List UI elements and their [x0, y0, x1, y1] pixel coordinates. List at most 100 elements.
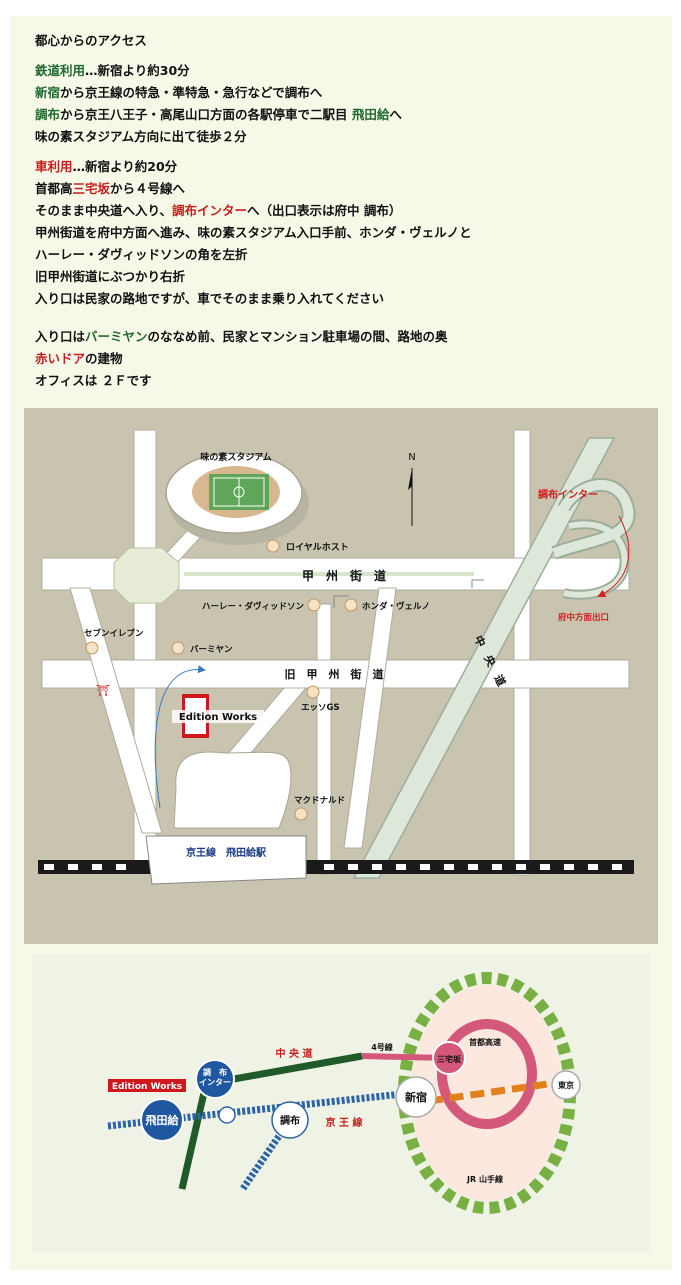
honda-marker-icon	[344, 598, 358, 612]
rail-line-2-end: へ	[389, 107, 402, 122]
roundabout	[113, 547, 180, 604]
tokyo-node	[551, 1070, 581, 1100]
chofu-highlight: 調布	[35, 107, 61, 122]
bamiyan-highlight: バーミヤン	[85, 329, 148, 344]
bamiyan-label: バーミヤン	[190, 644, 233, 655]
car-line-2: そのまま中央道へ入り、調布インターへ（出口表示は府中 調布）	[35, 200, 655, 222]
traffic-arrows	[333, 579, 484, 608]
car-summary: …新宿より約20分	[72, 159, 178, 174]
keio-railway	[38, 860, 634, 874]
fuchu-exit-arrow	[597, 515, 630, 597]
car-line-5: 旧甲州街道にぶつかり右折	[35, 269, 186, 284]
rail-label: 鉄道利用	[35, 63, 86, 78]
entrance-line-1: 入り口はバーミヤンのななめ前、民家とマンション駐車場の間、路地の奥	[35, 326, 655, 348]
stations: 調 布インター 飛田給 調布 新宿 三宅坂 東京	[140, 1041, 581, 1142]
car-line-2-end: へ（出口表示は府中 調布）	[247, 203, 402, 218]
rail-line-2-text: から京王八王子・高尾山口方面の各駅停車で二駅目	[60, 107, 352, 122]
car-heading: 車利用…新宿より約20分	[35, 156, 655, 178]
miyakezaka-node	[432, 1041, 466, 1075]
car-line-1-end: から４号線へ	[110, 181, 186, 196]
edition-works-badge	[108, 1079, 186, 1092]
kyu-koshu-kaido-label: 旧 甲 州 街 道	[285, 667, 384, 681]
car-line-1: 首都高三宅坂から４号線へ	[35, 178, 655, 200]
tokyo-node-label: 東京	[558, 1080, 574, 1090]
road-vertical-center	[316, 603, 332, 875]
shinjuku-node-label: 新宿	[405, 1090, 427, 1104]
entrance-line-1-end: のななめ前、民家とマンション駐車場の間、路地の奥	[147, 329, 448, 344]
shuto-kousoku-label: 首都高速	[469, 1037, 501, 1047]
road-vertical-east	[513, 429, 531, 876]
car-line-1-text: 首都高	[35, 181, 73, 196]
chofu-ic-highlight: 調布インター	[172, 203, 248, 218]
car-line-6: 入り口は民家の路地ですが、車でそのまま乗り入れてください	[35, 291, 385, 306]
rail-line-1: 新宿から京王線の特急・準特急・急行などで調布へ	[35, 82, 655, 104]
rail-heading: 鉄道利用…新宿より約30分	[35, 60, 655, 82]
mcdonalds-label: マクドナルド	[294, 795, 345, 806]
miyakezaka-highlight: 三宅坂	[72, 181, 111, 196]
shrine-icon: ⛩	[96, 684, 110, 697]
honda-label: ホンダ・ヴェルノ	[362, 601, 430, 612]
harley-label: ハーレー・ダヴィッドソン	[202, 601, 305, 612]
road-diagonal-center	[343, 587, 397, 849]
car-line-2-text: そのまま中央道へ入り、	[35, 203, 173, 218]
red-door-highlight: 赤いドア	[35, 351, 86, 366]
edition-works-label: Edition Works	[179, 712, 257, 723]
intermediate-station	[218, 1106, 236, 1124]
tobitakyu-node-label: 飛田給	[145, 1113, 180, 1127]
bamiyan-marker-icon	[171, 641, 185, 655]
mcdonalds-marker-icon	[294, 807, 308, 821]
entrance-line-3: オフィスは ２Ｆです	[35, 373, 152, 388]
chofu-node	[271, 1101, 309, 1139]
car-line-4: ハーレー・ダヴィッドソンの角を左折	[35, 247, 248, 262]
station-plaza	[173, 751, 292, 829]
edition-works-building: Edition Works	[172, 694, 264, 738]
entrance-line-1-text: 入り口は	[35, 329, 86, 344]
tobitakyu-highlight: 飛田給	[351, 107, 390, 122]
rail-line-2: 調布から京王八王子・高尾山口方面の各駅停車で二駅目 飛田給へ	[35, 104, 655, 126]
stadium: 味の素スタジアム	[165, 451, 309, 545]
yamanote-label: JR 山手線	[466, 1174, 503, 1184]
kyu-koshu-kaido-road	[41, 659, 630, 689]
royal-host-label: ロイヤルホスト	[286, 542, 349, 553]
rail-line-3: 味の素スタジアム方向に出て徒歩２分	[35, 129, 247, 144]
landmarks: ロイヤルホスト ハーレー・ダヴィッドソン ホンダ・ヴェルノ セブンイレブン バー…	[84, 539, 430, 821]
esso-marker-icon	[306, 685, 320, 699]
seven-eleven-marker-icon	[85, 641, 99, 655]
entrance-line-2-end: の建物	[85, 351, 123, 366]
entrance-line-2: 赤いドアの建物	[35, 348, 655, 370]
edition-works-badge-label: Edition Works	[112, 1082, 182, 1092]
access-title: 都心からのアクセス	[35, 33, 147, 48]
shuto-expressway-ring	[437, 1019, 537, 1129]
chofu-node-label: 調布	[280, 1114, 300, 1127]
chuo-expressway	[352, 437, 616, 879]
keio-line	[107, 1090, 403, 1192]
north-arrow-icon: N	[408, 452, 416, 526]
miyakezaka-node-label: 三宅坂	[437, 1054, 462, 1064]
route4-label: 4号線	[371, 1042, 393, 1052]
car-line-3: 甲州街道を府中方面へ進み、味の素スタジアム入口手前、ホンダ・ヴェルノと	[35, 225, 472, 240]
chuo-do-route-label: 中 央 道	[276, 1047, 313, 1060]
tobitakyu-node	[140, 1098, 184, 1142]
esso-label: エッソGS	[301, 703, 340, 713]
tobitakyu-station: 京王線 飛田給駅	[145, 835, 307, 885]
north-label: N	[408, 452, 415, 463]
royal-host-marker-icon	[266, 539, 280, 553]
walking-route-arrow	[154, 665, 206, 809]
access-directions: 都心からのアクセス 鉄道利用…新宿より約30分 新宿から京王線の特急・準特急・急…	[35, 30, 655, 392]
shinjuku-node	[395, 1076, 437, 1118]
koshu-kaido-label: 甲 州 街 道	[302, 568, 386, 583]
harley-marker-icon	[307, 598, 321, 612]
chofu-ic-node	[195, 1059, 235, 1099]
route-overview-map: 調 布インター 飛田給 調布 新宿 三宅坂 東京 Edition Works 中…	[32, 954, 650, 1252]
chofu-ic-label: 調布インター	[538, 488, 598, 501]
rail-line-1-text: から京王線の特急・準特急・急行などで調布へ	[60, 85, 323, 100]
seven-eleven-label: セブンイレブン	[84, 628, 144, 639]
stadium-label: 味の素スタジアム	[200, 451, 271, 463]
chofu-ic-node-label: 調 布インター	[199, 1067, 231, 1087]
shinjuku-highlight: 新宿	[35, 85, 61, 100]
car-label: 車利用	[35, 159, 73, 174]
local-area-map: 味の素スタジアム N 京王線	[24, 408, 658, 944]
keio-line-label: 京 王 線	[326, 1116, 363, 1129]
rail-summary: …新宿より約30分	[85, 63, 190, 78]
